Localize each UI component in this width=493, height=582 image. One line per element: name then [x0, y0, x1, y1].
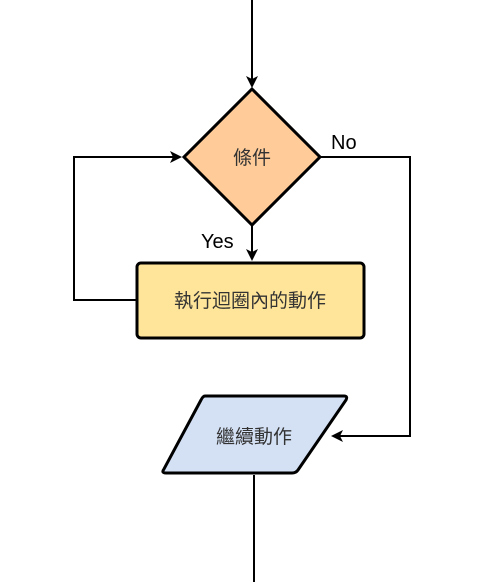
continue-action-label: 繼續動作 [216, 426, 292, 448]
loop-action-node[interactable]: 執行迴圈內的動作 [135, 261, 366, 340]
no-edge [320, 156, 411, 442]
condition-label: 條件 [233, 147, 271, 169]
continue-action-shape [161, 394, 349, 475]
continue-action-node[interactable]: 繼續動作 [161, 394, 349, 475]
no-label: No [331, 132, 357, 154]
loop-action-label: 執行迴圈內的動作 [174, 290, 326, 312]
loop-back-edge [73, 151, 182, 301]
condition-node[interactable]: 條件 [181, 86, 323, 228]
yes-label: Yes [201, 231, 234, 253]
